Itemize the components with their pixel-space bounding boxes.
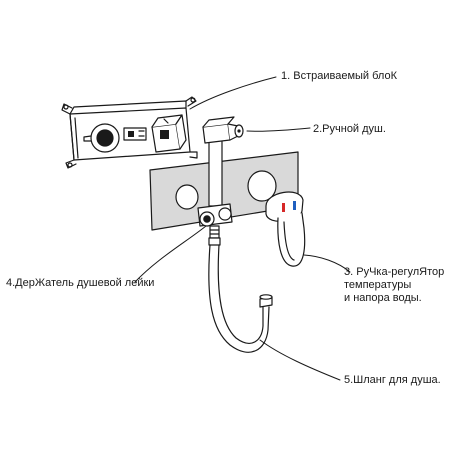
leader-1: [189, 76, 277, 110]
callout-shower-holder: 4.ДерЖатель душевой лейки: [6, 277, 154, 290]
shower-holder: [197, 203, 233, 246]
faceplate: [149, 151, 299, 231]
leader-4: [134, 225, 207, 283]
callout-built-in-box: 1. Встраиваемый блоК: [281, 70, 397, 83]
shower-hose: [208, 244, 273, 353]
callout-5-text: 5.Шланг для душа.: [344, 374, 441, 386]
callout-3-line-3: и напора воды.: [344, 292, 422, 304]
built-in-box: [61, 96, 198, 169]
leader-5: [259, 339, 341, 381]
leader-2: [246, 127, 311, 132]
leader-lines: [134, 76, 351, 381]
callout-control-lever: 3. РуЧка-регулЯтор температуры и напора …: [344, 266, 444, 305]
callout-4-text: 4.ДерЖатель душевой лейки: [6, 277, 155, 289]
callout-shower-hose: 5.Шланг для душа.: [344, 374, 441, 387]
callout-1-text: 1. Встраиваемый блоК: [281, 70, 397, 82]
control-lever: [265, 191, 306, 267]
callout-3-line-2: температуры: [344, 279, 412, 291]
callout-3-line-1: 3. РуЧка-регулЯтор: [344, 266, 445, 278]
callout-hand-shower: 2.Ручной душ.: [313, 123, 386, 136]
leader-3: [303, 254, 351, 273]
callout-2-text: 2.Ручной душ.: [313, 123, 386, 135]
